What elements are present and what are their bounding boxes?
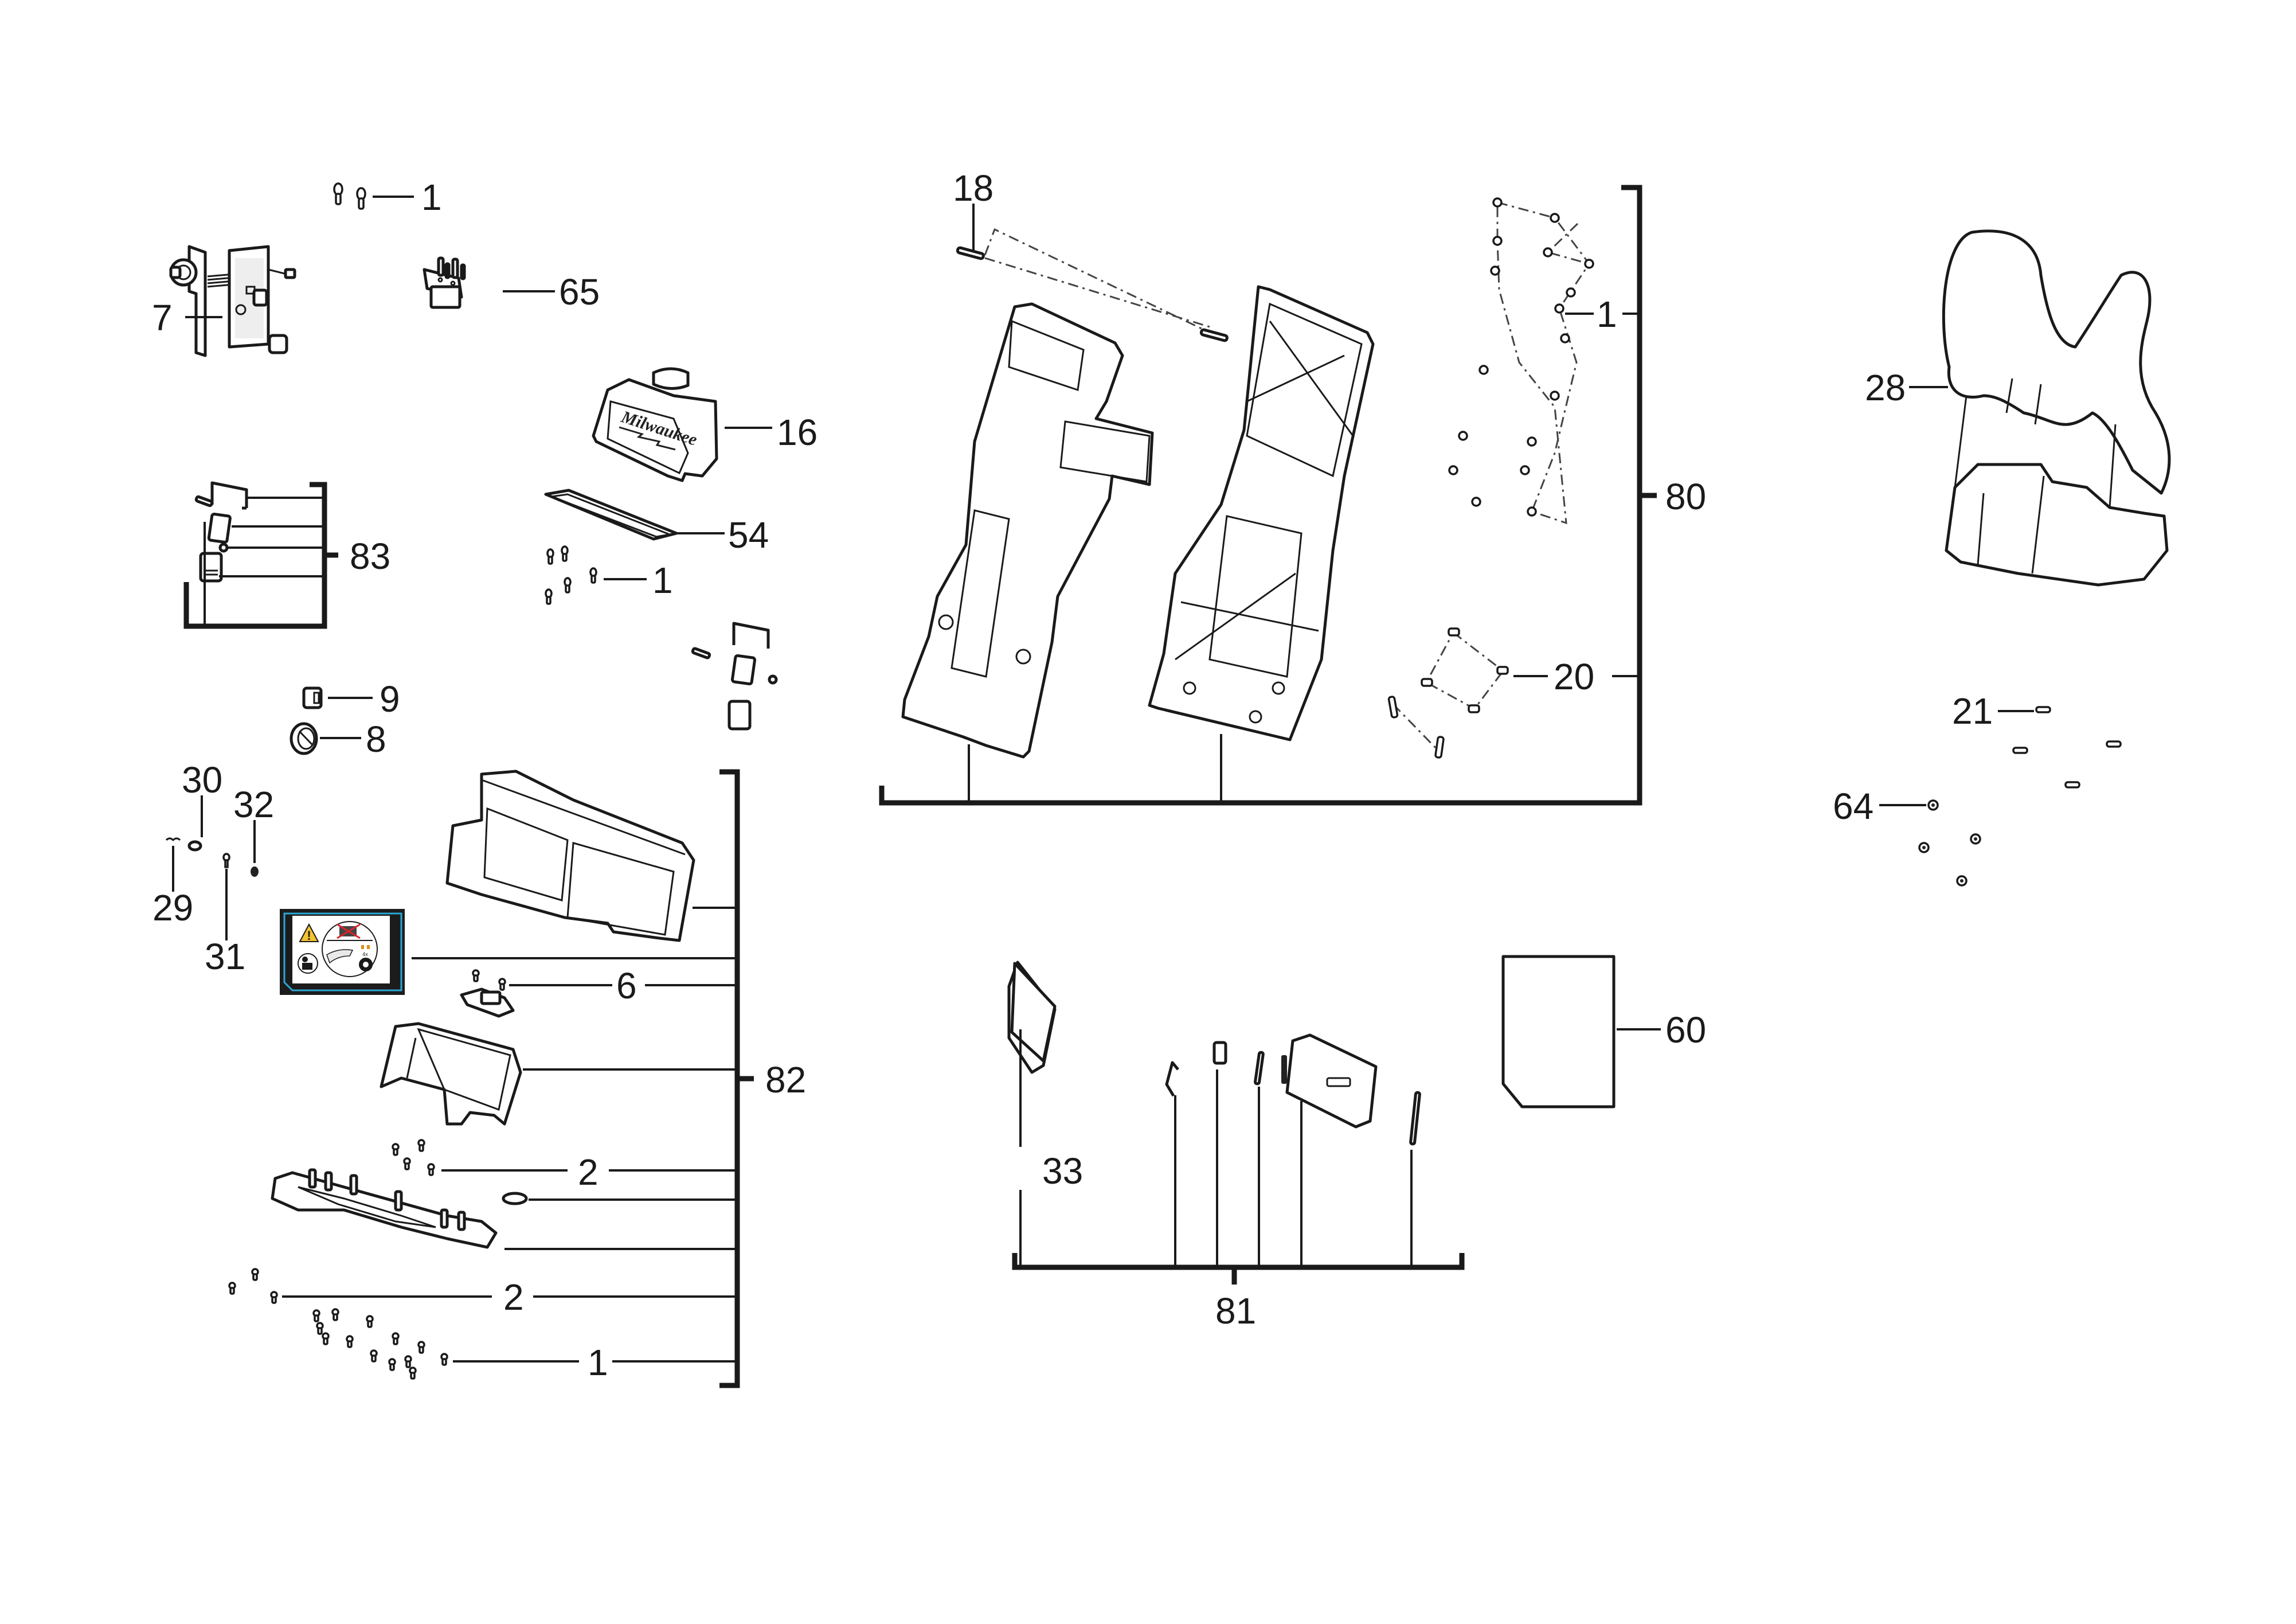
part-base-tray <box>271 1168 498 1249</box>
part-83-latch-kit <box>194 481 248 583</box>
part-28-harness <box>1942 229 2171 587</box>
callout-20[interactable]: 20 <box>1554 656 1594 697</box>
part-9-switch <box>302 686 323 709</box>
bracket-82 <box>719 769 754 1388</box>
callout-60[interactable]: 60 <box>1665 1009 1706 1051</box>
part-29-screw <box>165 837 181 842</box>
part-64-washers <box>1918 799 1981 887</box>
bracket-80 <box>879 185 1657 806</box>
part-screws-20 <box>1387 627 1509 759</box>
part-54-gasket <box>544 489 678 541</box>
callout-65[interactable]: 65 <box>559 271 600 313</box>
part-33-door <box>1007 961 1057 1074</box>
part-16-battery-cover: Milwaukee <box>592 367 718 482</box>
part-7-pcb-assembly <box>169 245 296 357</box>
callout-82[interactable]: 82 <box>765 1059 806 1100</box>
callout-30[interactable]: 30 <box>182 759 222 801</box>
part-65-terminal-block <box>423 256 466 309</box>
callout-16[interactable]: 16 <box>777 412 818 453</box>
part-back-plate-rear <box>1148 285 1375 741</box>
callout-7[interactable]: 7 <box>152 297 173 338</box>
warning-triangle-icon <box>299 923 319 942</box>
part-21-screws <box>2012 706 2122 788</box>
part-32-insert <box>251 866 259 877</box>
part-battery-bay <box>380 1022 522 1126</box>
callout-28[interactable]: 28 <box>1865 367 1906 408</box>
callout-8[interactable]: 8 <box>366 719 386 760</box>
callout-18[interactable]: 18 <box>953 167 994 209</box>
callout-33[interactable]: 33 <box>1042 1150 1083 1192</box>
callout-1-right[interactable]: 1 <box>1597 294 1617 335</box>
callout-32[interactable]: 32 <box>233 784 274 825</box>
part-18-pins <box>956 228 1229 342</box>
part-6-screws-and-module <box>460 969 515 1018</box>
callout-29[interactable]: 29 <box>152 887 193 928</box>
hand-icon <box>326 949 354 964</box>
bracket-83 <box>183 482 338 629</box>
part-screws-top <box>333 182 366 210</box>
part-8-knob <box>290 722 318 755</box>
callout-83[interactable]: 83 <box>350 536 390 577</box>
callout-9[interactable]: 9 <box>380 678 400 720</box>
callout-21[interactable]: 21 <box>1952 690 1993 732</box>
callout-1-top[interactable]: 1 <box>421 177 442 218</box>
callout-1-bot[interactable]: 1 <box>588 1342 608 1383</box>
callout-2-a[interactable]: 2 <box>578 1151 599 1193</box>
part-screws-1-bottom <box>312 1308 448 1380</box>
callout-2-b[interactable]: 2 <box>503 1276 524 1318</box>
callout-80[interactable]: 80 <box>1665 476 1706 517</box>
part-31-screw <box>222 853 230 868</box>
part-latch-set <box>691 622 778 731</box>
callout-1-mid[interactable]: 1 <box>652 560 673 601</box>
part-upper-housing <box>445 770 695 942</box>
bracket-81 <box>1012 1069 1465 1285</box>
callout-54[interactable]: 54 <box>728 514 769 556</box>
part-door-kit-items <box>1165 1033 1421 1146</box>
part-screws-1-right <box>1448 197 1594 525</box>
part-warning-label: ! 4x <box>280 909 405 995</box>
part-screws-2b <box>228 1268 278 1304</box>
part-back-plate-front <box>901 302 1154 759</box>
quantity-text: 4x <box>362 951 368 957</box>
part-screws-2a <box>392 1139 435 1176</box>
part-cap <box>502 1192 528 1205</box>
part-60-manual <box>1501 955 1616 1108</box>
callout-81[interactable]: 81 <box>1215 1290 1256 1332</box>
part-screws-mid <box>545 545 597 605</box>
callout-64[interactable]: 64 <box>1833 786 1873 827</box>
part-30-nut <box>187 840 202 852</box>
svg-text:!: ! <box>307 928 311 943</box>
callout-6[interactable]: 6 <box>616 965 637 1006</box>
callout-31[interactable]: 31 <box>205 936 245 977</box>
